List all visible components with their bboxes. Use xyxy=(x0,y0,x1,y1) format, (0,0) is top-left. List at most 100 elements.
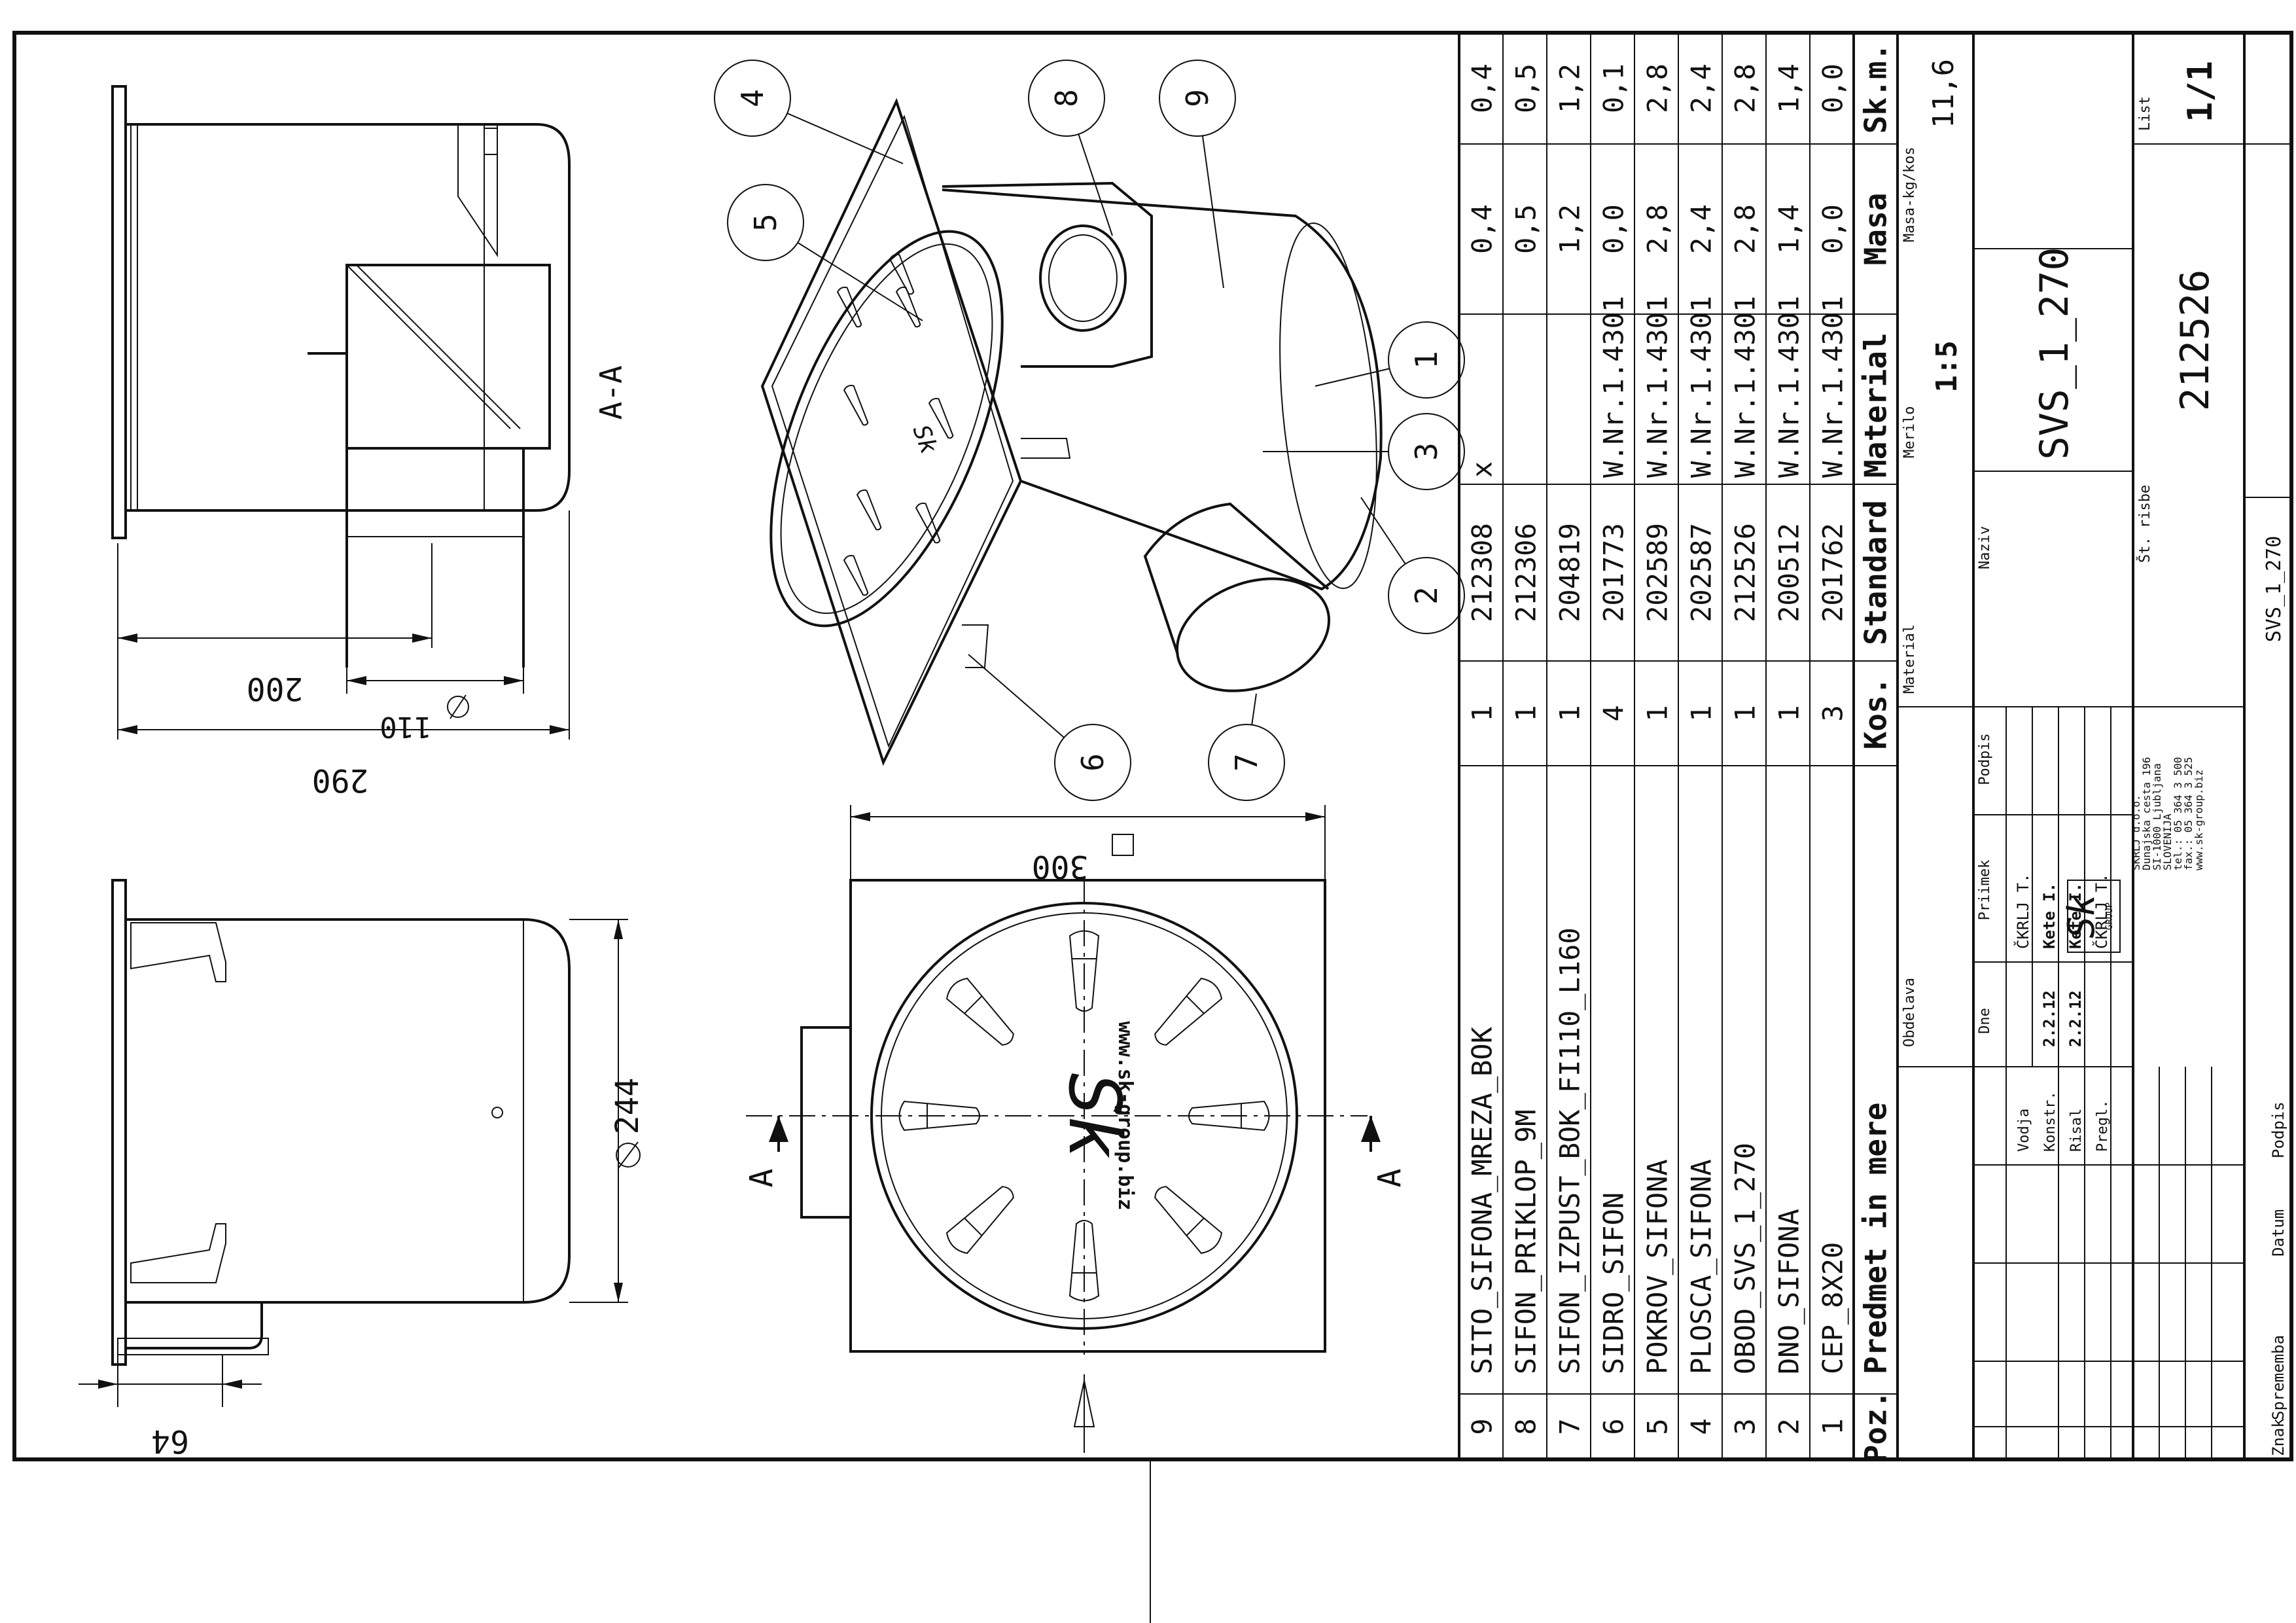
side-view: 244 64 xyxy=(79,879,646,1459)
balloon-label: 9 xyxy=(1180,89,1215,107)
company-tel: tel.: 05 364 3 500 xyxy=(2172,757,2184,870)
bom-name-cell: OBOD_SVS_1_270 xyxy=(1729,1143,1761,1374)
st-risbe-label: Št. risbe xyxy=(2136,485,2153,563)
list-value: 1/1 xyxy=(2181,61,2220,122)
bom-material-cell: W.Nr.1.4301 xyxy=(1773,296,1805,478)
diameter-symbol-icon-2 xyxy=(616,1143,641,1168)
bom-material-cell: W.Nr.1.4301 xyxy=(1642,296,1674,478)
bom-name-cell: POKROV_SIFONA xyxy=(1642,1159,1674,1374)
bom-standard-cell: 212526 xyxy=(1729,523,1761,622)
grate-slot xyxy=(945,977,1014,1046)
bom-name-cell: SIFON_IZPUST_BOK_FI110_L160 xyxy=(1554,927,1586,1374)
iso-slot xyxy=(889,254,915,295)
balloon-9: 9 xyxy=(1159,60,1236,289)
balloon-label: 8 xyxy=(1049,89,1084,107)
bom-qty-cell: 1 xyxy=(1729,705,1761,721)
role-label: Pregl. xyxy=(2094,1100,2111,1152)
bom-total-cell: 2,4 xyxy=(1686,63,1718,113)
bom-standard-cell: 201762 xyxy=(1817,523,1849,622)
role-label: Vodja xyxy=(2016,1109,2032,1152)
list-label: List xyxy=(2137,96,2153,131)
rev-sprememba: Sprememba xyxy=(2269,1335,2287,1420)
bom-material-cell: W.Nr.1.4301 xyxy=(1817,296,1849,478)
bom-material-cell: W.Nr.1.4301 xyxy=(1686,296,1718,478)
bom-poz-cell: 1 xyxy=(1817,1418,1849,1435)
isometric-view: Sk xyxy=(760,98,1383,766)
iso-slot xyxy=(928,398,954,439)
bom-qty-cell: 1 xyxy=(1510,705,1542,721)
role-name: Kete I. xyxy=(2040,883,2058,949)
balloon-label: 3 xyxy=(1409,442,1444,461)
iso-slot xyxy=(843,385,869,426)
bom-poz-cell: 8 xyxy=(1510,1418,1542,1435)
bom-total-cell: 0,1 xyxy=(1598,63,1630,113)
masa-value: 11,6 xyxy=(1927,59,1960,128)
iso-slot xyxy=(843,555,869,596)
title-block: Obdelava Material Masa-kg/kos 11,6 Meril… xyxy=(1896,31,2293,1461)
section-arrow-right: A xyxy=(1371,1168,1408,1187)
bom-standard-cell: 202587 xyxy=(1686,523,1718,622)
balloon-5: 5 xyxy=(727,184,923,321)
bom-material-cell: x xyxy=(1466,461,1498,478)
st-risbe-value: 212526 xyxy=(2172,270,2218,412)
bom-standard-cell: 212306 xyxy=(1510,523,1542,622)
bom-header-material: Material xyxy=(1858,332,1894,478)
bom-total-cell: 0,0 xyxy=(1817,63,1849,113)
dim-300: 300 xyxy=(1032,848,1089,885)
section-arrow-left: A xyxy=(743,1168,780,1187)
bom-total-cell: 0,4 xyxy=(1466,63,1498,113)
bom-mass-cell: 1,4 xyxy=(1773,204,1805,254)
rev-datum: Datum xyxy=(2269,1209,2287,1257)
role-name: ČKRLJ T. xyxy=(2091,873,2111,949)
role-date: 2.2.12 xyxy=(2066,990,2085,1047)
balloon-3: 3 xyxy=(1263,413,1465,490)
bom-header-name: Predmet in mere xyxy=(1858,1103,1894,1374)
bom-poz-cell: 3 xyxy=(1729,1418,1761,1435)
bom-header-total: Sk.m. xyxy=(1858,43,1894,134)
bom-poz-cell: 7 xyxy=(1554,1418,1586,1435)
iso-slot xyxy=(856,490,882,531)
bom-poz-cell: 4 xyxy=(1686,1418,1718,1435)
section-label: A-A xyxy=(593,365,629,419)
masa-label: Masa-kg/kos xyxy=(1901,147,1918,242)
role-label: Konstr. xyxy=(2042,1091,2058,1152)
bom-material-cell: W.Nr.1.4301 xyxy=(1729,296,1761,478)
diameter-symbol-icon xyxy=(447,696,469,718)
rev-znak: Znak xyxy=(2269,1418,2287,1456)
bom-qty-cell: 4 xyxy=(1598,705,1630,721)
iso-slot xyxy=(895,287,921,328)
company-logo: Sk GROUP xyxy=(2060,880,2121,953)
bom-poz-cell: 6 xyxy=(1598,1418,1630,1435)
naziv-value: SVS_1_270 xyxy=(2032,247,2077,459)
bom-total-cell: 2,8 xyxy=(1642,63,1674,113)
bom-header-poz: Poz. xyxy=(1858,1391,1894,1463)
merilo-value: 1:5 xyxy=(1930,340,1964,392)
bom-header-mass: Masa xyxy=(1858,193,1894,266)
company-web: www.sk-group.biz xyxy=(2193,770,2205,870)
rev-podpis: Podpis xyxy=(2269,1101,2287,1158)
bom-mass-cell: 1,2 xyxy=(1554,204,1586,254)
bom-poz-cell: 5 xyxy=(1642,1418,1674,1435)
dim-290: 290 xyxy=(312,762,369,798)
balloon-4: 4 xyxy=(714,60,904,164)
dim-110: 110 xyxy=(380,710,431,743)
iso-slot xyxy=(915,503,941,544)
balloon-label: 1 xyxy=(1409,351,1444,369)
bom-header-standard: Standard xyxy=(1858,500,1894,645)
balloon-label: 2 xyxy=(1409,586,1444,605)
balloon-label: 5 xyxy=(748,213,783,232)
company-logo-sub: GROUP xyxy=(2104,902,2115,930)
bom-total-cell: 2,8 xyxy=(1729,63,1761,113)
bom-standard-cell: 212308 xyxy=(1466,523,1498,622)
balloon-8: 8 xyxy=(1028,60,1113,236)
bom-poz-cell: 2 xyxy=(1773,1418,1805,1435)
bom-name-cell: SIFON_PRIKLOP_9M xyxy=(1510,1109,1542,1374)
bom-qty-cell: 3 xyxy=(1817,705,1849,721)
bom-mass-cell: 0,0 xyxy=(1598,204,1630,254)
grate-slot xyxy=(1154,1186,1223,1255)
bom-mass-cell: 0,0 xyxy=(1817,204,1849,254)
header-podpis: Podpis xyxy=(1977,733,1993,785)
dim-200: 200 xyxy=(247,670,304,707)
